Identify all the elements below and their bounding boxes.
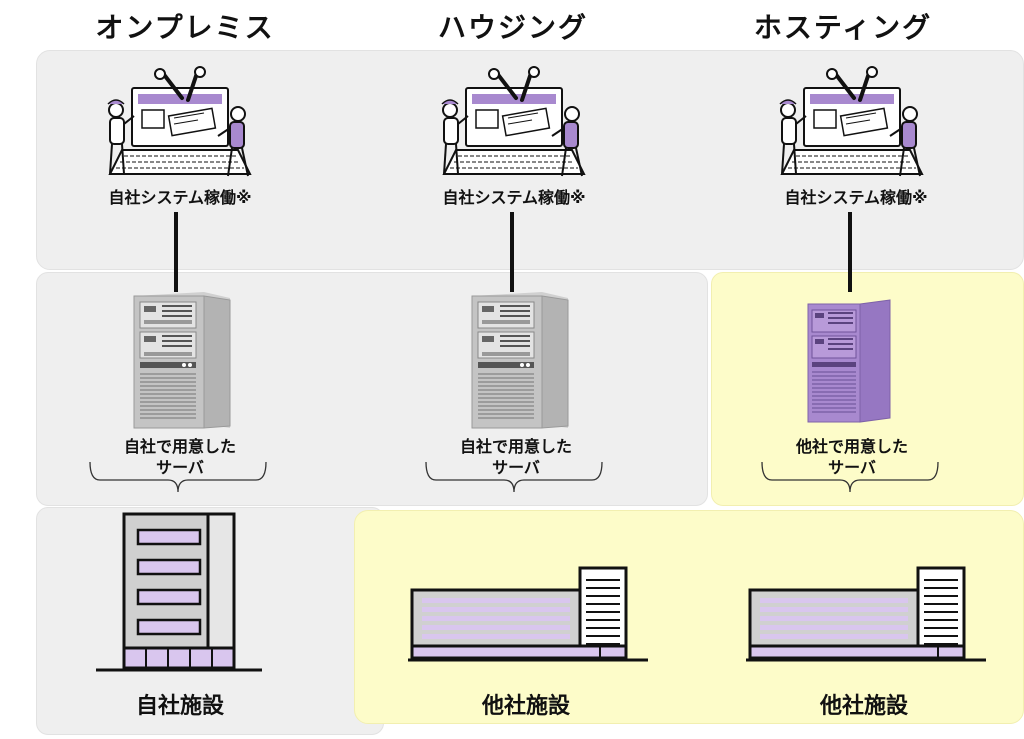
system-label: 自社システム稼働※ <box>442 188 586 207</box>
data-center-building-icon <box>406 566 650 662</box>
data-center-building-icon <box>744 566 988 662</box>
server-label: 自社で用意した サーバ <box>416 436 616 478</box>
server-label-line2: サーバ <box>492 458 540 477</box>
office-building-icon <box>96 512 262 672</box>
connector-line <box>848 212 852 292</box>
column-title-hosting: ホスティング <box>753 11 933 44</box>
server-icon <box>471 291 569 429</box>
server-icon <box>133 291 231 429</box>
other-facility-label: 他社施設 <box>481 694 570 719</box>
server-label-line2: サーバ <box>828 458 876 477</box>
connector-line <box>510 212 514 292</box>
other-facility-label: 他社施設 <box>819 694 908 719</box>
server-label-line1: 自社で用意した <box>123 437 236 456</box>
system-label: 自社システム稼働※ <box>108 188 252 207</box>
maintenance-illustration-icon <box>440 65 586 178</box>
purple-server-icon <box>807 299 891 423</box>
column-title-onpremise: オンプレミス <box>95 11 275 44</box>
bracket-icon <box>761 461 939 493</box>
own-facility-label: 自社施設 <box>135 694 224 719</box>
maintenance-illustration-icon <box>778 65 924 178</box>
bracket-icon <box>425 461 603 493</box>
server-label: 自社で用意した サーバ <box>80 436 280 478</box>
column-title-housing: ハウジング <box>437 11 588 44</box>
server-label-line2: サーバ <box>156 458 204 477</box>
server-label: 他社で用意した サーバ <box>752 436 952 478</box>
server-label-line1: 他社で用意した <box>795 437 908 456</box>
bracket-icon <box>89 461 267 493</box>
server-label-line1: 自社で用意した <box>459 437 572 456</box>
connector-line <box>174 212 178 292</box>
maintenance-illustration-icon <box>106 65 252 178</box>
system-label: 自社システム稼働※ <box>784 188 928 207</box>
